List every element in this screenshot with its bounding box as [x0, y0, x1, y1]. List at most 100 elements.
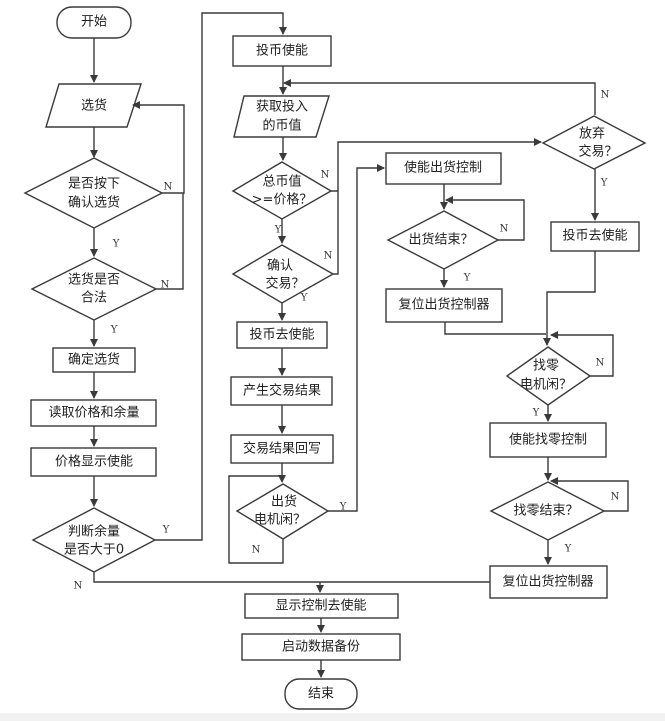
- node-stock-line1: 判断余量: [68, 524, 120, 540]
- node-gen-result: 产生交易结果: [230, 376, 333, 406]
- node-select-goods: 选货: [45, 83, 142, 128]
- node-confirm-trade-decision: 确认 交易？: [231, 244, 335, 304]
- edge-confirm-no-back: [132, 101, 185, 194]
- node-reset-dispense-2-text: 复位出货控制器: [502, 574, 593, 590]
- node-change-done-text: 找零结束？: [513, 504, 578, 519]
- node-coin-disable-mid-text: 投币去使能: [249, 327, 314, 343]
- node-total-line1: 总币值: [262, 174, 301, 190]
- node-abandon-line2: 交易？: [578, 144, 617, 160]
- node-enable-change: 使能找零控制: [489, 422, 607, 458]
- edge-legal-no-back: [156, 193, 184, 290]
- node-reset-dispense-2: 复位出货控制器: [489, 565, 608, 599]
- edge-stock-yes-to-coin: [155, 12, 287, 541]
- node-confirm-trade-line2: 交易？: [265, 276, 304, 292]
- node-gen-result-text: 产生交易结果: [243, 383, 321, 399]
- label-no: N: [164, 182, 173, 193]
- node-change-idle-line1: 找零: [533, 359, 559, 374]
- node-stock-line2: 是否大于0: [64, 543, 124, 558]
- node-confirm-select-line2: 确认选货: [68, 195, 120, 211]
- node-dispense-done-text: 出货结束？: [408, 232, 473, 248]
- node-confirm-select-line1: 是否按下: [68, 177, 120, 192]
- node-write-result: 交易结果回写: [230, 434, 334, 464]
- footer-strip: [0, 713, 665, 721]
- node-write-result-text: 交易结果回写: [243, 441, 321, 457]
- label-yes: Y: [110, 325, 118, 336]
- node-display-disable-text: 显示控制去使能: [275, 598, 366, 614]
- node-start: 开始: [56, 6, 132, 39]
- label-yes: Y: [564, 544, 572, 555]
- label-yes: Y: [600, 178, 608, 189]
- node-motor-idle-decision: 出货 电机闲？: [235, 483, 330, 540]
- edge-dispense-done-no-loop: [445, 196, 525, 241]
- edge-change-idle-no-loop: [550, 331, 614, 377]
- label-no: N: [611, 492, 620, 503]
- label-yes: Y: [532, 408, 540, 419]
- node-confirm-selection-text: 确定选货: [68, 352, 120, 368]
- node-motor-idle-line1: 出货: [271, 494, 297, 510]
- node-coin-disable-right: 投币去使能: [550, 221, 640, 252]
- node-confirm-selection: 确定选货: [52, 347, 136, 373]
- node-change-idle-line2: 电机闲？: [520, 378, 572, 393]
- node-abandon-decision: 放弃 交易？: [541, 115, 647, 170]
- edge-abandon-no-back: [283, 79, 596, 115]
- node-start-text: 开始: [81, 15, 107, 30]
- edge-coin-disable-to-change: [543, 251, 596, 346]
- node-backup: 启动数据备份: [241, 633, 401, 661]
- node-abandon-line1: 放弃: [579, 127, 605, 142]
- node-end-text: 结束: [308, 687, 334, 702]
- node-coin-enable-text: 投币使能: [256, 43, 308, 59]
- label-yes: Y: [300, 293, 308, 304]
- node-legal-line1: 选货是否: [68, 272, 120, 288]
- node-get-coin-line1: 获取投入: [256, 99, 308, 115]
- label-no: N: [601, 90, 610, 101]
- edge-motor-idle-yes: [328, 164, 385, 512]
- node-coin-enable: 投币使能: [232, 35, 332, 67]
- node-dispense-done-decision: 出货结束？: [386, 210, 500, 270]
- node-stock-decision: 判断余量 是否大于0: [31, 507, 157, 573]
- node-enable-dispense-text: 使能出货控制: [404, 160, 482, 176]
- label-no: N: [321, 170, 330, 181]
- label-no: N: [500, 224, 509, 235]
- node-change-idle-decision: 找零 电机闲？: [505, 346, 592, 406]
- node-enable-dispense: 使能出货控制: [385, 152, 502, 185]
- label-yes: Y: [162, 525, 170, 536]
- node-read-price-text: 读取价格和余量: [48, 405, 139, 421]
- node-legal-decision: 选货是否 合法: [30, 257, 158, 321]
- node-backup-text: 启动数据备份: [282, 639, 360, 655]
- node-reset-dispense-1-text: 复位出货控制器: [398, 297, 489, 313]
- node-price-display-text: 价格显示使能: [55, 454, 133, 470]
- node-change-done-decision: 找零结束？: [489, 481, 606, 541]
- node-coin-disable-right-text: 投币去使能: [562, 228, 627, 244]
- node-price-display: 价格显示使能: [30, 447, 157, 477]
- edge-total-no-to-abandon: [331, 138, 542, 192]
- label-no: N: [596, 358, 605, 369]
- node-end: 结束: [284, 678, 358, 710]
- node-confirm-trade-line1: 确认: [267, 259, 293, 274]
- node-get-coin-line2: 的币值: [262, 118, 301, 134]
- label-yes: Y: [112, 239, 120, 250]
- edge-stock-no: [93, 572, 490, 583]
- node-motor-idle-line2: 电机闲？: [254, 513, 306, 528]
- node-total-line2: >=价格？: [252, 192, 313, 208]
- label-yes: Y: [274, 225, 282, 236]
- label-no: N: [74, 581, 83, 592]
- label-yes: Y: [339, 502, 347, 513]
- node-select-goods-text: 选货: [81, 98, 107, 114]
- edge-confirm-trade-no: [333, 191, 339, 275]
- edge-motor-idle-no-loop: [228, 475, 284, 564]
- node-get-coin: 获取投入 的币值: [233, 95, 330, 138]
- node-coin-disable-mid: 投币去使能: [236, 321, 328, 349]
- edge-change-done-no-loop: [550, 477, 629, 512]
- node-confirm-select-decision: 是否按下 确认选货: [23, 157, 164, 229]
- node-display-disable: 显示控制去使能: [244, 593, 399, 619]
- edge-reset-to-change: [444, 322, 546, 335]
- node-total-decision: 总币值 >=价格？: [231, 161, 333, 220]
- label-no: N: [252, 545, 261, 556]
- node-reset-dispense-1: 复位出货控制器: [385, 288, 503, 323]
- label-yes: Y: [463, 273, 471, 284]
- node-read-price: 读取价格和余量: [30, 399, 157, 427]
- node-legal-line2: 合法: [81, 291, 107, 306]
- node-enable-change-text: 使能找零控制: [509, 432, 587, 448]
- label-no: N: [161, 280, 170, 291]
